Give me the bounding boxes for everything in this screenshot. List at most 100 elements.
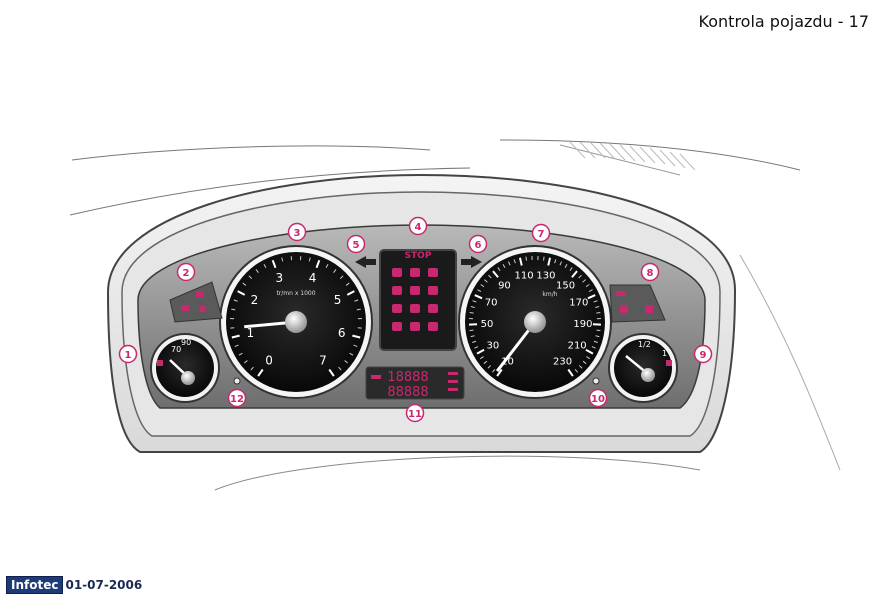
tachometer-label: 4 — [309, 271, 317, 285]
speedometer-major-tick — [492, 270, 499, 278]
speedometer-label: 110 — [515, 271, 534, 282]
callout-marker-6 — [468, 234, 488, 254]
callout-number-5: 5 — [353, 240, 360, 251]
tachometer-major-tick — [271, 259, 277, 269]
speedometer-minor-tick — [477, 289, 482, 293]
speedometer-label: 130 — [536, 271, 555, 282]
oil-pressure-icon — [410, 268, 420, 277]
speedometer-unit: km/h — [542, 291, 557, 298]
speedometer-minor-tick — [469, 329, 474, 332]
tachometer-major-tick — [346, 290, 355, 296]
tachometer-label: 7 — [319, 354, 327, 368]
stop-label: STOP — [405, 251, 432, 261]
callout-number-2: 2 — [183, 268, 190, 279]
callout-number-10: 10 — [591, 394, 605, 405]
trip-readout: 18888 — [387, 370, 428, 385]
callout-number-3: 3 — [294, 228, 301, 239]
hazard-icon — [392, 322, 402, 331]
tachometer-minor-tick — [242, 282, 247, 286]
speedometer-minor-tick — [543, 256, 545, 261]
footer: Infotec 01-07-2006 — [6, 576, 142, 594]
tachometer-minor-tick — [353, 344, 358, 348]
trip-reset-knob-10 — [592, 377, 600, 385]
tachometer-label: 1 — [246, 326, 254, 340]
tachometer-label: 5 — [334, 293, 342, 307]
speedometer-minor-tick — [472, 300, 477, 303]
speedometer-major-tick — [567, 368, 574, 377]
callout-marker-2 — [176, 262, 196, 282]
tachometer-label: 0 — [265, 354, 273, 368]
speedometer-major-tick — [476, 348, 485, 355]
tachometer-major-tick — [237, 290, 246, 296]
speedometer-minor-tick — [593, 340, 598, 343]
temperature-warning-icon — [157, 360, 163, 366]
odometer-display: 18888 88888 — [365, 366, 465, 400]
main-beam-icon — [616, 291, 626, 296]
callout-number-1: 1 — [125, 350, 132, 361]
dashboard-sketch — [69, 139, 841, 491]
speedometer-minor-tick — [593, 300, 598, 303]
speedometer-label: 30 — [487, 340, 500, 351]
callout-number-8: 8 — [647, 268, 654, 279]
tachometer-major-tick — [315, 259, 321, 269]
tachometer-minor-tick — [354, 299, 359, 302]
tachometer-minor-tick — [345, 282, 350, 286]
speedometer-minor-tick — [569, 267, 573, 272]
speedometer-minor-tick — [469, 312, 474, 314]
callout-marker-4 — [408, 216, 428, 236]
tachometer-major-tick — [231, 334, 240, 339]
speedometer-minor-tick — [488, 274, 492, 279]
speedometer-minor-tick — [595, 335, 600, 338]
service-wrench-icon — [371, 375, 381, 379]
speedometer-major-tick — [547, 257, 552, 266]
speedometer-minor-tick — [586, 356, 591, 360]
speedometer-minor-tick — [585, 284, 590, 288]
speedometer-label: 210 — [568, 340, 587, 351]
speedometer-minor-tick — [582, 360, 587, 365]
tachometer-minor-tick — [338, 366, 342, 371]
temp-tick-90: 90 — [181, 338, 191, 347]
speedometer-hub — [524, 311, 546, 333]
dashboard-hatching — [569, 141, 696, 171]
callout-marker-1 — [118, 344, 138, 364]
abs-icon — [410, 304, 420, 313]
callout-marker-7 — [531, 223, 551, 243]
callout-number-9: 9 — [700, 350, 707, 361]
speedometer-minor-tick — [491, 368, 496, 373]
tachometer-minor-tick — [238, 352, 243, 356]
tachometer-minor-tick — [325, 264, 329, 269]
total-readout: 88888 — [387, 385, 428, 400]
callout-marker-12 — [227, 388, 247, 408]
speedometer-minor-tick — [470, 335, 475, 338]
tachometer-minor-tick — [248, 275, 253, 279]
tachometer-minor-tick — [281, 257, 284, 262]
speedometer-label: 90 — [498, 280, 511, 291]
temperature-gauge: 70 90 — [150, 333, 220, 403]
rear-fog-light-icon — [196, 291, 204, 297]
callout-marker-3 — [287, 222, 307, 242]
callout-marker-5 — [346, 234, 366, 254]
tachometer-hub — [285, 311, 307, 333]
left-indicator-pod — [169, 281, 223, 323]
speedometer-label: 50 — [481, 319, 494, 330]
speedometer-minor-tick — [582, 279, 586, 283]
diesel-preheat-icon — [645, 305, 653, 313]
speedometer-minor-tick — [474, 346, 479, 349]
airbag-icon — [428, 268, 438, 277]
speedometer-label: 70 — [485, 298, 498, 309]
speedometer-minor-tick — [480, 284, 485, 288]
speedometer-major-tick — [587, 294, 596, 300]
central-warning-panel: STOP — [355, 249, 482, 351]
rheostat-knob-12 — [233, 377, 241, 385]
speedometer-minor-tick — [484, 279, 488, 283]
speedometer-major-tick — [496, 368, 503, 377]
tachometer-minor-tick — [339, 275, 344, 279]
tachometer-minor-tick — [243, 360, 248, 364]
speedometer-label: 10 — [501, 357, 514, 368]
speedometer-minor-tick — [507, 261, 511, 266]
speedometer-minor-tick — [595, 306, 600, 308]
fuel-warning-icon — [666, 360, 672, 366]
